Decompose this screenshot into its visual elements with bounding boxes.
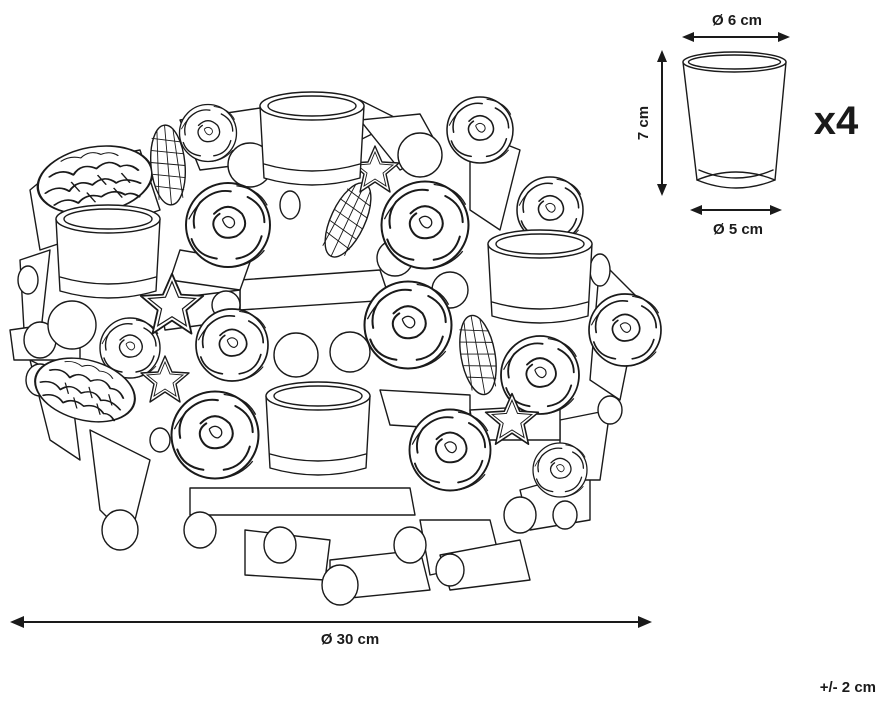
wreath-candle-holder-left: [55, 204, 161, 299]
glass-height-dimension: 7 cm: [635, 50, 667, 196]
dimension-arrow-icon: [638, 616, 652, 628]
dimension-arrow-icon: [10, 616, 24, 628]
pinecone-icon: [380, 180, 470, 270]
pinecone-icon: [185, 182, 271, 268]
quantity-label: x4: [814, 99, 859, 143]
glass-bottom-diameter-label: Ø 5 cm: [713, 221, 763, 238]
pinecone-icon: [408, 408, 492, 492]
pinecone-icon: [532, 442, 588, 498]
glass-height-label: 7 cm: [635, 106, 652, 140]
dimension-arrow-icon: [690, 205, 702, 215]
dimension-arrow-icon: [778, 32, 790, 42]
pinecone-icon: [178, 103, 238, 163]
glass-bottom-diameter-dimension: Ø 5 cm: [690, 205, 782, 238]
pinecone-icon: [170, 390, 260, 480]
dimension-arrow-icon: [682, 32, 694, 42]
wreath-diameter-label: Ø 30 cm: [321, 631, 379, 648]
dimension-arrow-icon: [657, 184, 667, 196]
pinecone-icon: [195, 308, 269, 382]
pinecone-icon: [314, 175, 382, 265]
pinecone-icon: [453, 311, 503, 399]
dimension-arrow-icon: [770, 205, 782, 215]
pinecone-icon: [363, 280, 453, 370]
glass-top-diameter-dimension: Ø 6 cm: [682, 12, 790, 42]
wreath-candle-holder-bottom: [265, 381, 371, 476]
pinecone-icon: [446, 96, 514, 164]
dimension-arrow-icon: [657, 50, 667, 62]
candle-holder-glass-illustration: [682, 51, 787, 189]
pinecone-icon: [588, 293, 662, 367]
glass-top-diameter-label: Ø 6 cm: [712, 12, 762, 29]
tolerance-label: +/- 2 cm: [820, 679, 876, 696]
wreath-candle-holder-top: [259, 91, 365, 186]
advent-wreath-illustration: [9, 91, 662, 606]
wreath-diameter-dimension: Ø 30 cm: [10, 616, 652, 648]
wreath-candle-holder-right: [487, 229, 593, 324]
